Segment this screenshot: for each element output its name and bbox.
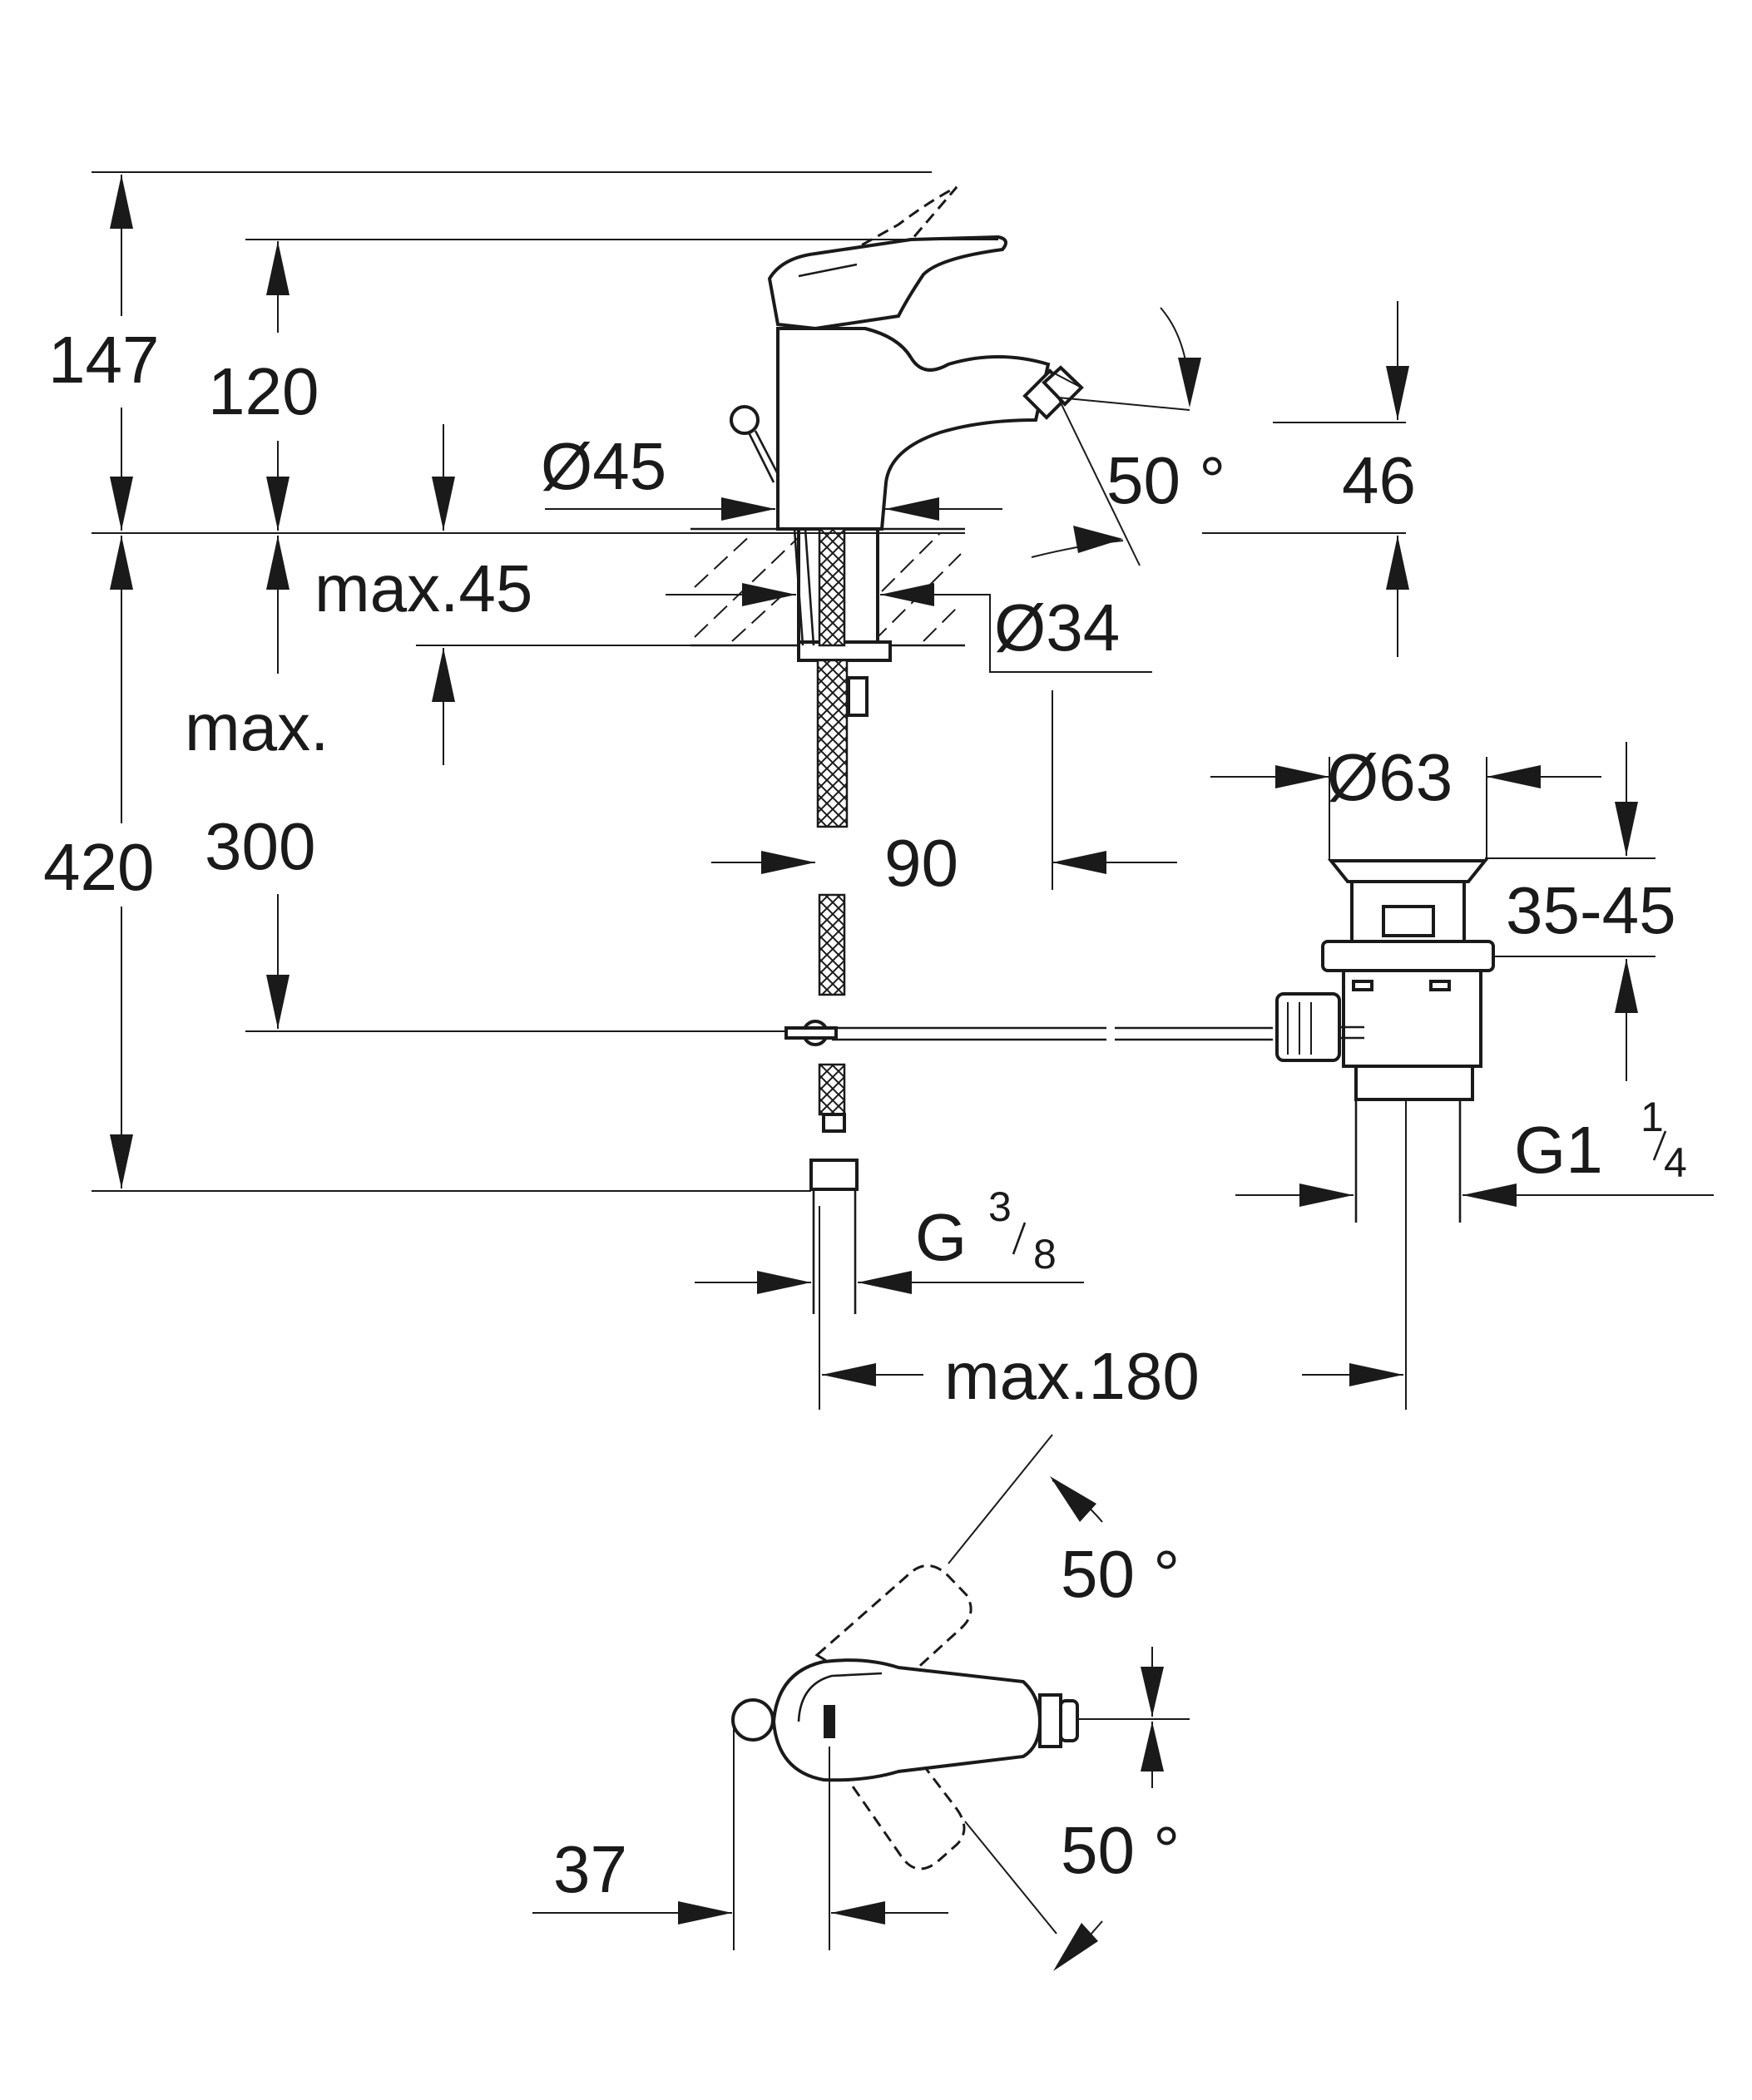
top-view-dimensions <box>532 1434 1190 1971</box>
dim-max-180: max.180 <box>944 1339 1200 1413</box>
dim-range-35-45: 35-45 <box>1506 873 1676 947</box>
lever-handle-top <box>771 1658 1042 1782</box>
dim-120: 120 <box>208 354 319 428</box>
dim-diameter-63: Ø63 <box>1327 740 1453 814</box>
dim-300: 300 <box>205 809 315 883</box>
dim-90: 90 <box>884 826 958 900</box>
handle-rotated-up <box>814 1564 973 1698</box>
thread-g38-main: G <box>915 1200 967 1274</box>
dim-420: 420 <box>43 830 154 904</box>
dim-147: 147 <box>48 323 159 397</box>
top-view: 50 ° 50 ° 37 <box>532 1434 1190 1971</box>
flexible-hose <box>809 527 869 1314</box>
popup-knob <box>730 405 760 435</box>
dim-37: 37 <box>553 1832 627 1906</box>
thread-g114-numerator: 1 <box>1641 1094 1664 1140</box>
spout-outlet-top <box>1038 1693 1062 1748</box>
popup-knob-top <box>731 1698 775 1742</box>
hose-nut <box>809 1159 859 1191</box>
dim-46: 46 <box>1342 443 1416 517</box>
waste-valve <box>1275 859 1495 1223</box>
handle-indicator <box>824 1705 835 1738</box>
thread-g114-main: G1 <box>1514 1113 1603 1187</box>
thread-g114-denominator: 4 <box>1664 1139 1687 1186</box>
thread-g38-numerator: 3 <box>988 1183 1012 1230</box>
dim-angle-top: 50 ° <box>1061 1537 1180 1611</box>
side-view-labels: 147 120 Ø45 50 ° 46 max.45 Ø34 max. 300 … <box>43 323 1687 1413</box>
popup-linkage <box>784 1020 1273 1046</box>
dim-angle-spout: 50 ° <box>1106 443 1225 517</box>
dim-max-45: max.45 <box>314 551 532 625</box>
side-view: 147 120 Ø45 50 ° 46 max.45 Ø34 max. 300 … <box>43 171 1714 1413</box>
dim-angle-bottom: 50 ° <box>1061 1813 1180 1887</box>
thread-g38-denominator: 8 <box>1033 1231 1057 1277</box>
dimension-lines <box>92 171 1714 1410</box>
dim-max-label: max. <box>185 690 329 764</box>
dim-diameter-45: Ø45 <box>541 429 666 503</box>
mixer-body <box>730 185 1084 662</box>
spout-outlet <box>1022 365 1084 420</box>
dim-diameter-34: Ø34 <box>994 590 1120 665</box>
handle-rotated-down <box>829 1720 966 1870</box>
